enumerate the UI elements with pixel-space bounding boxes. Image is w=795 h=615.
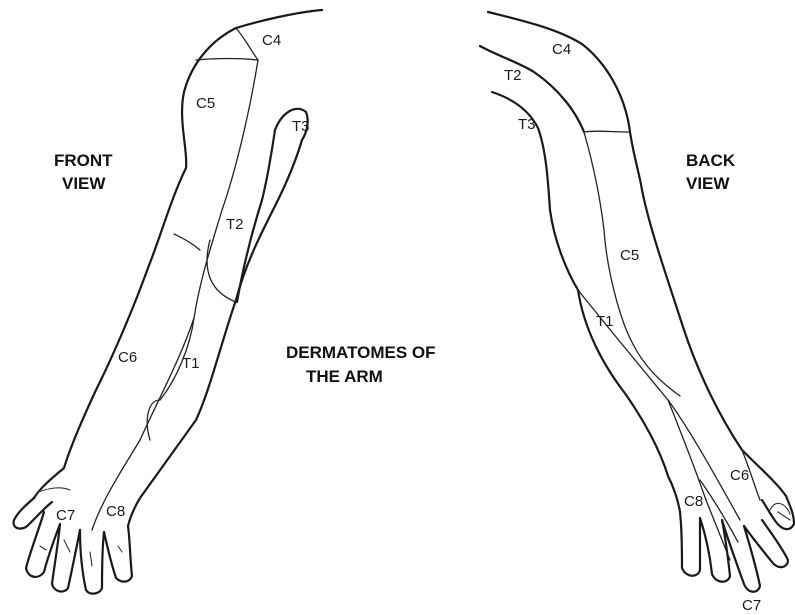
front-label-t2: T2 [226, 216, 244, 233]
front-label-c6: C6 [118, 349, 137, 366]
front-view-heading-line2: VIEW [62, 174, 106, 193]
back-label-c8: C8 [684, 493, 703, 510]
back-label-t2: T2 [504, 67, 522, 84]
diagram-title-line2: THE ARM [306, 367, 383, 386]
front-label-t3: T3 [292, 118, 310, 135]
back-label-c5: C5 [620, 247, 639, 264]
front-label-t1: T1 [182, 355, 200, 372]
front-label-c7: C7 [56, 507, 75, 524]
front-label-c8: C8 [106, 503, 125, 520]
front-view-heading-line1: FRONT [54, 151, 113, 170]
back-label-c4: C4 [552, 41, 571, 58]
back-view-heading-line2: VIEW [686, 174, 730, 193]
back-view-heading-line1: BACK [686, 151, 736, 170]
back-label-c6: C6 [730, 467, 749, 484]
back-arm [480, 12, 794, 592]
front-label-c4: C4 [262, 32, 281, 49]
front-label-c5: C5 [196, 95, 215, 112]
back-label-t1: T1 [596, 313, 614, 330]
back-label-c7: C7 [742, 597, 761, 614]
diagram-title-line1: DERMATOMES OF [286, 343, 436, 362]
back-label-t3: T3 [518, 116, 536, 133]
